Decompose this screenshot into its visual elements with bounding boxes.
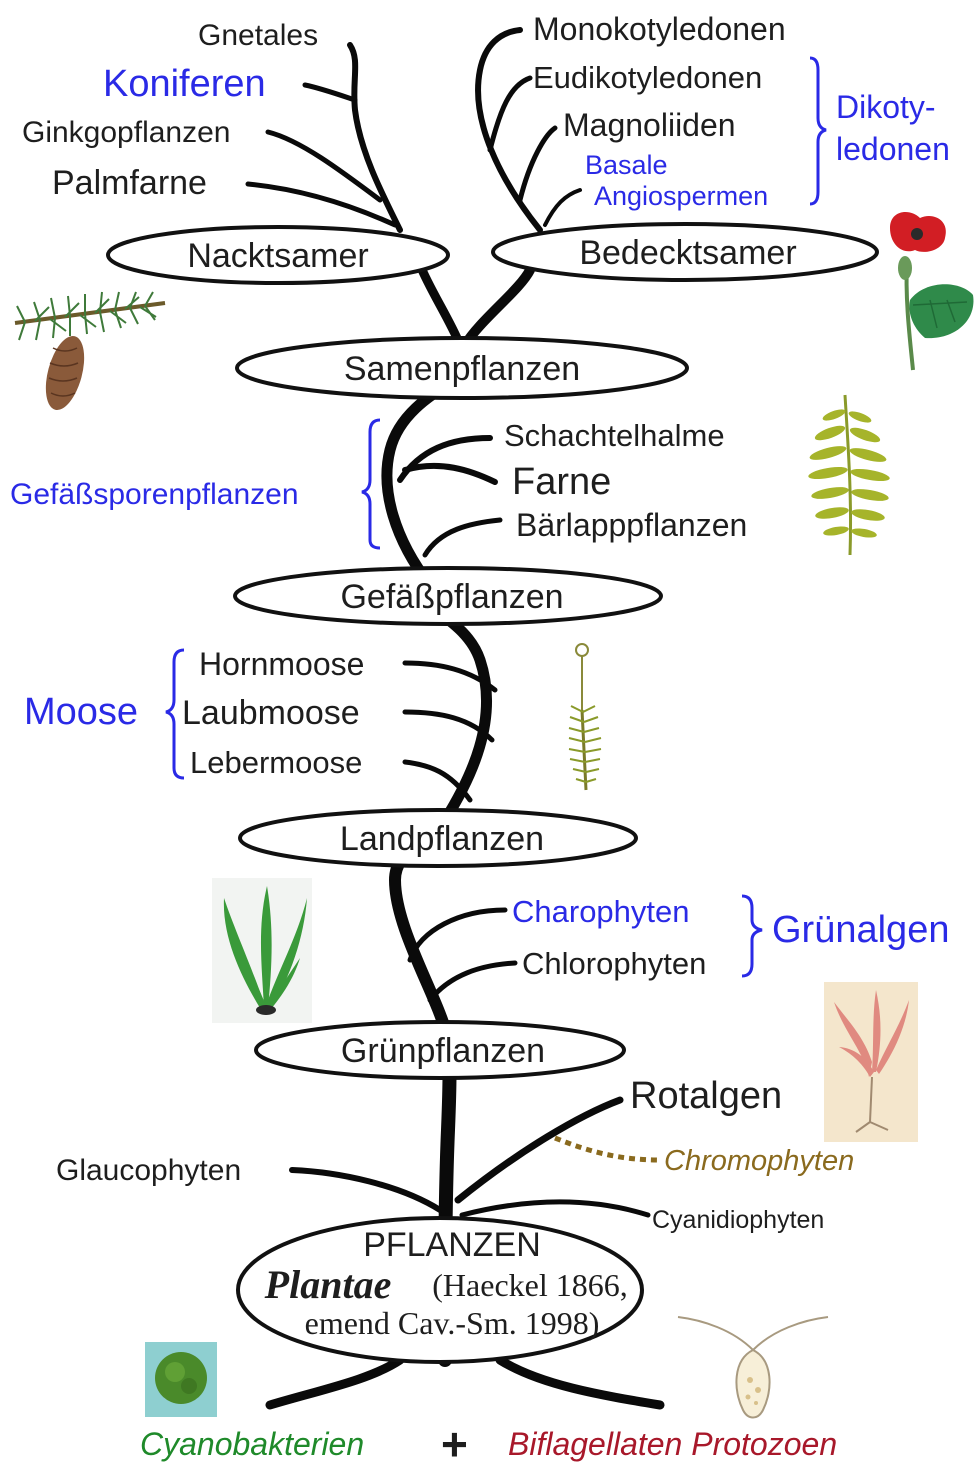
dikotyledonen-brace (810, 58, 826, 204)
root-title: PFLANZEN (363, 1226, 541, 1264)
green-alga-icon (212, 878, 312, 1023)
root-author: (Haeckel 1866, (432, 1267, 627, 1303)
label-monokotyledonen: Monokotyledonen (533, 11, 786, 47)
red-alga-icon (824, 982, 918, 1142)
origin-labels: Cyanobakterien + Biflagellaten Protozoen (140, 1418, 837, 1465)
label-rotalgen: Rotalgen (630, 1075, 782, 1117)
label-baerlapppflanzen: Bärlapppflanzen (516, 507, 747, 543)
node-gruenpflanzen: Grünpflanzen (256, 1022, 624, 1078)
node-label: Landpflanzen (340, 820, 544, 858)
label-ginkgopflanzen: Ginkgopflanzen (22, 116, 230, 149)
root-plantae: Plantae (264, 1262, 392, 1307)
node-bedecktsamer: Bedecktsamer (493, 224, 877, 280)
poppy-flower-icon (890, 212, 973, 370)
label-hornmoose: Hornmoose (199, 646, 364, 682)
label-dikotyledonen-1: Dikoty- (836, 89, 936, 125)
label-gefaesssporenpflanzen: Gefäßsporenpflanzen (10, 478, 299, 511)
label-magnoliiden: Magnoliiden (563, 107, 736, 143)
label-koniferen: Koniferen (103, 63, 266, 105)
gefaesssporen-brace (362, 420, 380, 548)
label-cyanidiophyten: Cyanidiophyten (652, 1206, 824, 1234)
node-label: Samenpflanzen (344, 350, 580, 388)
pine-branch-icon (15, 292, 165, 414)
label-basale: Basale (585, 150, 668, 180)
vascular-spore-labels: Gefäßsporenpflanzen Schachtelhalme Farne… (10, 418, 747, 543)
label-chlorophyten: Chlorophyten (522, 946, 706, 981)
node-gefaesspflanzen: Gefäßpflanzen (235, 568, 661, 624)
gruenalgen-brace (742, 896, 762, 976)
label-glaucophyten: Glaucophyten (56, 1154, 241, 1187)
label-palmfarne: Palmfarne (52, 164, 207, 202)
moss-labels: Moose Hornmoose Laubmoose Lebermoose (24, 646, 364, 780)
node-label: Nacktsamer (187, 237, 368, 275)
label-chromophyten: Chromophyten (664, 1145, 854, 1177)
label-farne: Farne (512, 461, 611, 503)
node-pflanzen-root: PFLANZEN Plantae (Haeckel 1866, emend Ca… (238, 1218, 642, 1362)
flagellate-icon (678, 1317, 828, 1418)
label-gruenalgen: Grünalgen (772, 909, 949, 951)
green-algae-labels: Charophyten Chlorophyten Grünalgen (512, 894, 949, 981)
label-cyanobakterien: Cyanobakterien (140, 1426, 364, 1462)
node-label: Bedecktsamer (579, 234, 796, 272)
root-emend: emend Cav.-Sm. 1998) (305, 1305, 600, 1341)
node-landpflanzen: Landpflanzen (240, 810, 636, 866)
label-biflagellaten: Biflagellaten Protozoen (508, 1426, 837, 1462)
moss-plant-icon (569, 644, 601, 790)
gymnosperm-labels: Gnetales Koniferen Ginkgopflanzen Palmfa… (22, 19, 318, 202)
cyanobacterium-icon (145, 1342, 217, 1417)
fern-frond-icon (807, 395, 890, 555)
node-nacktsamer: Nacktsamer (108, 227, 448, 283)
label-charophyten: Charophyten (512, 894, 690, 929)
label-angiospermen: Angiospermen (594, 181, 768, 211)
label-laubmoose: Laubmoose (182, 694, 360, 732)
node-samenpflanzen: Samenpflanzen (237, 338, 687, 398)
label-gnetales: Gnetales (198, 19, 318, 52)
label-dikotyledonen-2: ledonen (836, 131, 950, 167)
label-lebermoose: Lebermoose (190, 745, 362, 780)
node-label: Grünpflanzen (341, 1032, 545, 1070)
node-label: Gefäßpflanzen (340, 578, 563, 616)
label-moose: Moose (24, 691, 138, 733)
angiosperm-labels: Monokotyledonen Eudikotyledonen Magnolii… (533, 11, 950, 211)
label-plus: + (441, 1418, 468, 1465)
label-schachtelhalme: Schachtelhalme (504, 418, 725, 453)
label-eudikotyledonen: Eudikotyledonen (533, 60, 762, 95)
